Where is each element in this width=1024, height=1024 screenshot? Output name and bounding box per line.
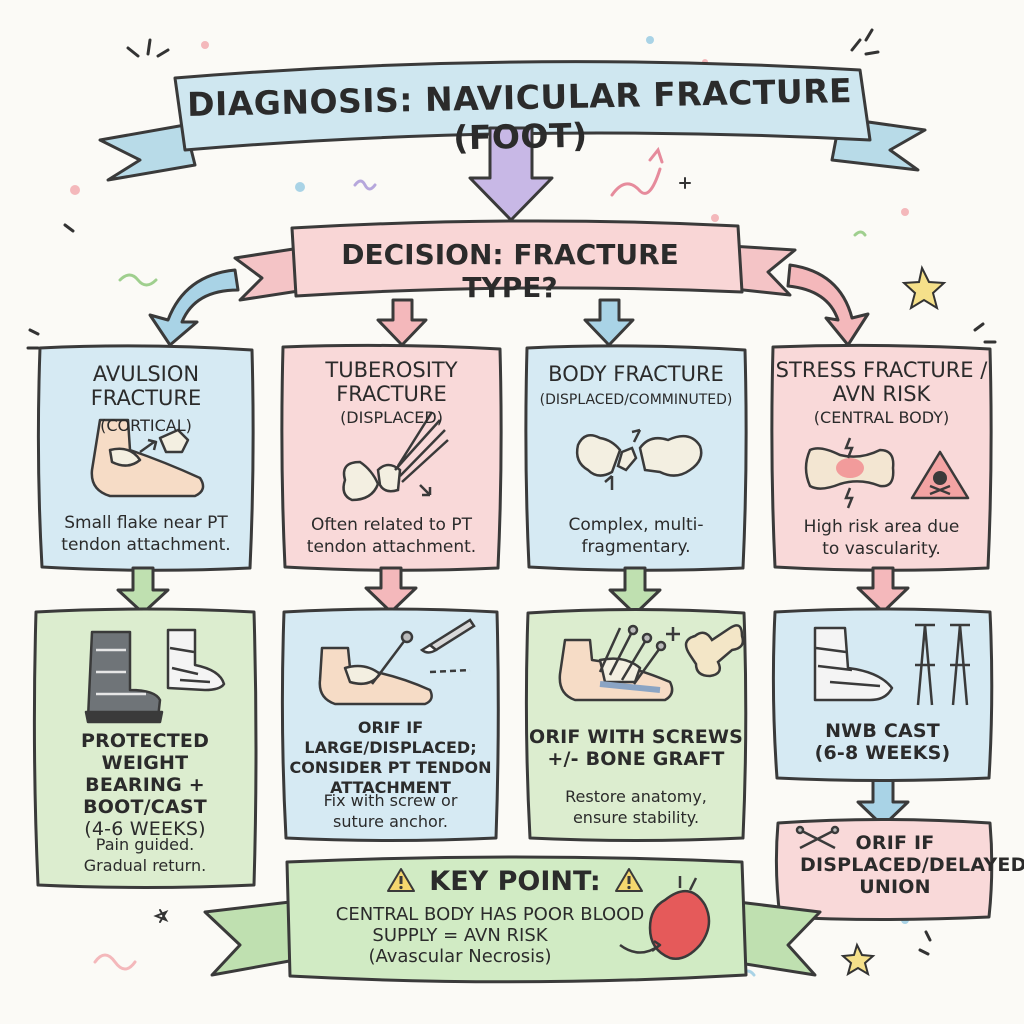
avulsion-heading: AVULSION FRACTURE (CORTICAL) [40,362,252,436]
stress-description: High risk area due to vascularity. [773,516,990,560]
nwb-cast-icon [813,626,894,702]
treatment-stress-title-line1: NWB CAST [825,720,940,742]
avulsion-desc-line2: tendon attachment. [61,535,231,555]
treatment-tuberosity-title-line2: CONSIDER PT TENDON [289,758,492,777]
warning-icon [601,868,652,894]
body-description: Complex, multi- fragmentary. [527,514,745,558]
body-desc-line2: fragmentary. [581,537,691,557]
treatment-body-description: Restore anatomy, ensure stability. [528,786,744,828]
treatment-arrows [116,566,910,828]
avulsion-desc-line1: Small flake near PT [64,513,228,533]
stress-heading: STRESS FRACTURE / AVN RISK (CENTRAL BODY… [773,358,990,428]
orif-foot-screw-icon [318,630,433,706]
cast-icon [166,628,226,692]
treatment-stress-heading: NWB CAST (6-8 WEEKS) [775,720,990,764]
body-desc-line1: Complex, multi- [568,515,704,535]
branch-arrows [148,263,870,347]
body-title: BODY FRACTURE [548,362,724,386]
diagnosis-banner [98,60,927,182]
followup-title-line2: DISPLACED/DELAYED [800,854,1024,876]
warning-icon [378,868,429,894]
key-point-title: KEY POINT: [429,866,601,897]
treatment-avulsion-desc-line1: Pain guided. [95,835,195,854]
treatment-body-title-line1: ORIF WITH SCREWS [528,726,744,748]
tuberosity-desc-line1: Often related to PT [310,515,472,535]
stress-title-line1: STRESS FRACTURE / [775,358,988,382]
stress-subtitle: (CENTRAL BODY) [813,408,950,427]
bone-graft-icon [666,624,745,678]
avulsion-subtitle: (CORTICAL) [100,416,192,435]
tuberosity-desc-line2: tendon attachment. [306,537,477,557]
body-heading: BODY FRACTURE (DISPLACED/COMMINUTED) [527,362,745,410]
arrow-purple-down [468,126,554,222]
key-point-line1: CENTRAL BODY HAS POOR BLOOD [335,904,645,925]
treatment-tuberosity-heading: ORIF IF LARGE/DISPLACED; CONSIDER PT TEN… [284,718,497,798]
key-point-body: CENTRAL BODY HAS POOR BLOOD SUPPLY = AVN… [300,904,680,967]
treatment-stress-title-line2: (6-8 WEEKS) [814,742,951,764]
decision-title: DECISION: FRACTURE TYPE? [341,238,679,304]
tuberosity-bone-icon [342,411,449,502]
treatment-tuberosity-desc-line1: Fix with screw or [323,791,458,810]
treatment-body-heading: ORIF WITH SCREWS +/- BONE GRAFT [528,726,744,770]
treatment-avulsion-title-line3: BOOT/CAST [83,796,207,818]
treatment-body-desc-line1: Restore anatomy, [565,787,707,806]
avulsion-title: AVULSION FRACTURE [90,362,202,410]
treatment-avulsion-title-line4: (4-6 WEEKS) [84,818,206,840]
hazard-skull-icon [910,450,970,500]
crossed-screws-icon [795,825,840,850]
treatment-tuberosity-title-line3: ATTACHMENT [330,778,451,797]
box-tuberosity [280,343,503,572]
key-point-heading: KEY POINT: [290,866,740,897]
treatment-avulsion-desc-line2: Gradual return. [83,856,207,875]
avulsion-description: Small flake near PT tendon attachment. [40,512,252,556]
tuberosity-heading: TUBEROSITY FRACTURE (DISPLACED) [283,358,500,428]
tuberosity-title-line1: TUBEROSITY [325,358,458,382]
treatment-tuberosity-title-line1: ORIF IF LARGE/DISPLACED; [304,718,477,757]
treatment-tuberosity-desc-line2: suture anchor. [333,812,448,831]
body-subtitle: (DISPLACED/COMMINUTED) [539,392,733,408]
stress-title-line2: AVN RISK [832,382,931,406]
treatment-avulsion-description: Pain guided. Gradual return. [36,834,254,876]
treatment-body-desc-line2: ensure stability. [572,808,700,827]
foot-avulsion-icon [90,418,205,498]
treatment-body-title-line2: +/- BONE GRAFT [547,748,725,770]
key-point-line2: SUPPLY = AVN RISK [372,925,548,946]
tuberosity-subtitle: (DISPLACED) [340,408,443,427]
followup-title-line1: ORIF IF [855,832,935,854]
tuberosity-description: Often related to PT tendon attachment. [283,514,500,558]
crutches-icon [915,623,970,706]
scalpel-icon [419,618,476,674]
stress-bone-icon [804,437,895,509]
diagnosis-title: DIAGNOSIS: NAVICULAR FRACTURE (FOOT) [186,71,853,158]
stress-desc-line1: High risk area due [803,517,960,537]
walker-boot-icon [84,630,164,724]
key-point-line3: (Avascular Necrosis) [368,946,552,967]
heart-icon [619,876,711,960]
tuberosity-title-line2: FRACTURE [336,382,447,406]
stress-desc-line2: to vascularity. [822,539,941,559]
treatment-avulsion-title-line1: PROTECTED WEIGHT [80,730,210,774]
confetti-decor [26,28,997,977]
screws-foot-icon [558,624,674,702]
treatment-tuberosity-description: Fix with screw or suture anchor. [284,790,497,832]
followup-heading: ORIF IF DISPLACED/DELAYED UNION [800,832,1024,898]
treatment-avulsion-title-line2: BEARING + [85,774,205,796]
followup-title-line3: UNION [859,876,931,898]
decision-banner [233,219,797,302]
treatment-avulsion-heading: PROTECTED WEIGHT BEARING + BOOT/CAST (4-… [36,730,254,840]
fragmented-bone-icon [575,428,703,490]
